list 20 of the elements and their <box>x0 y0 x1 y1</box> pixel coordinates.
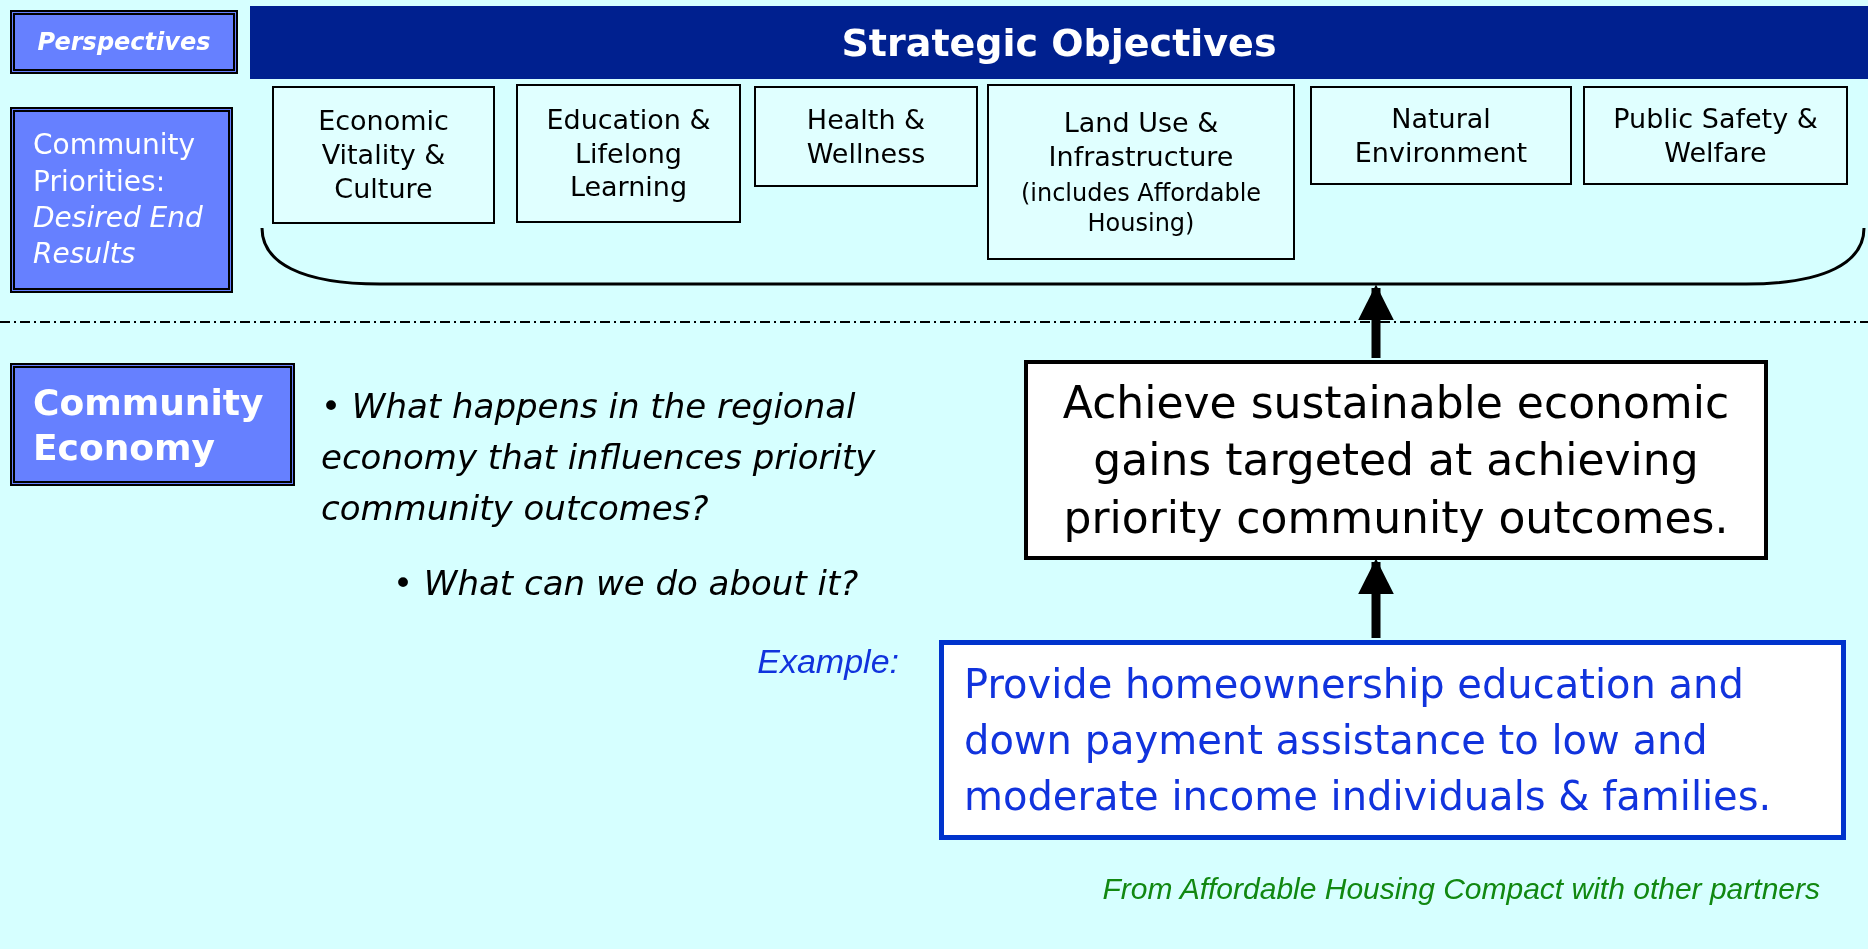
perspective-label: Perspectives <box>10 10 238 74</box>
title-band: Strategic Objectives <box>250 6 1868 79</box>
question-text: • What happens in the regional economy that influences priority community outcomes? <box>321 385 877 530</box>
objective-box: Economic Vitality & Culture <box>272 86 495 224</box>
example-label: Example: <box>757 642 899 681</box>
objective-box: Natural Environment <box>1310 86 1572 185</box>
objective-box: Education & Lifelong Learning <box>516 84 741 223</box>
arrow <box>1358 284 1394 358</box>
objective-box: Health & Wellness <box>754 86 978 187</box>
arrow <box>1358 558 1394 638</box>
heading-text: Land Use & Infrastructure <box>1047 106 1235 174</box>
perspective-label: Community Priorities: Desired End Results <box>10 107 233 293</box>
objective-box <box>987 84 1295 260</box>
subtitle-text: (includes Affordable Housing) <box>1019 177 1263 238</box>
source-note: From Affordable Housing Compact with other partners <box>1101 871 1820 907</box>
example-box: Provide homeownership education and down payment assistance to low and moderate income individuals & families. <box>939 640 1846 840</box>
perspective-label: Community Economy <box>10 363 295 486</box>
question-text: • What can we do about it? <box>393 562 860 605</box>
objective-box: Public Safety & Welfare <box>1583 86 1848 185</box>
outcome-box: Achieve sustainable economic gains targeted at achieving priority community outcomes. <box>1024 360 1768 560</box>
